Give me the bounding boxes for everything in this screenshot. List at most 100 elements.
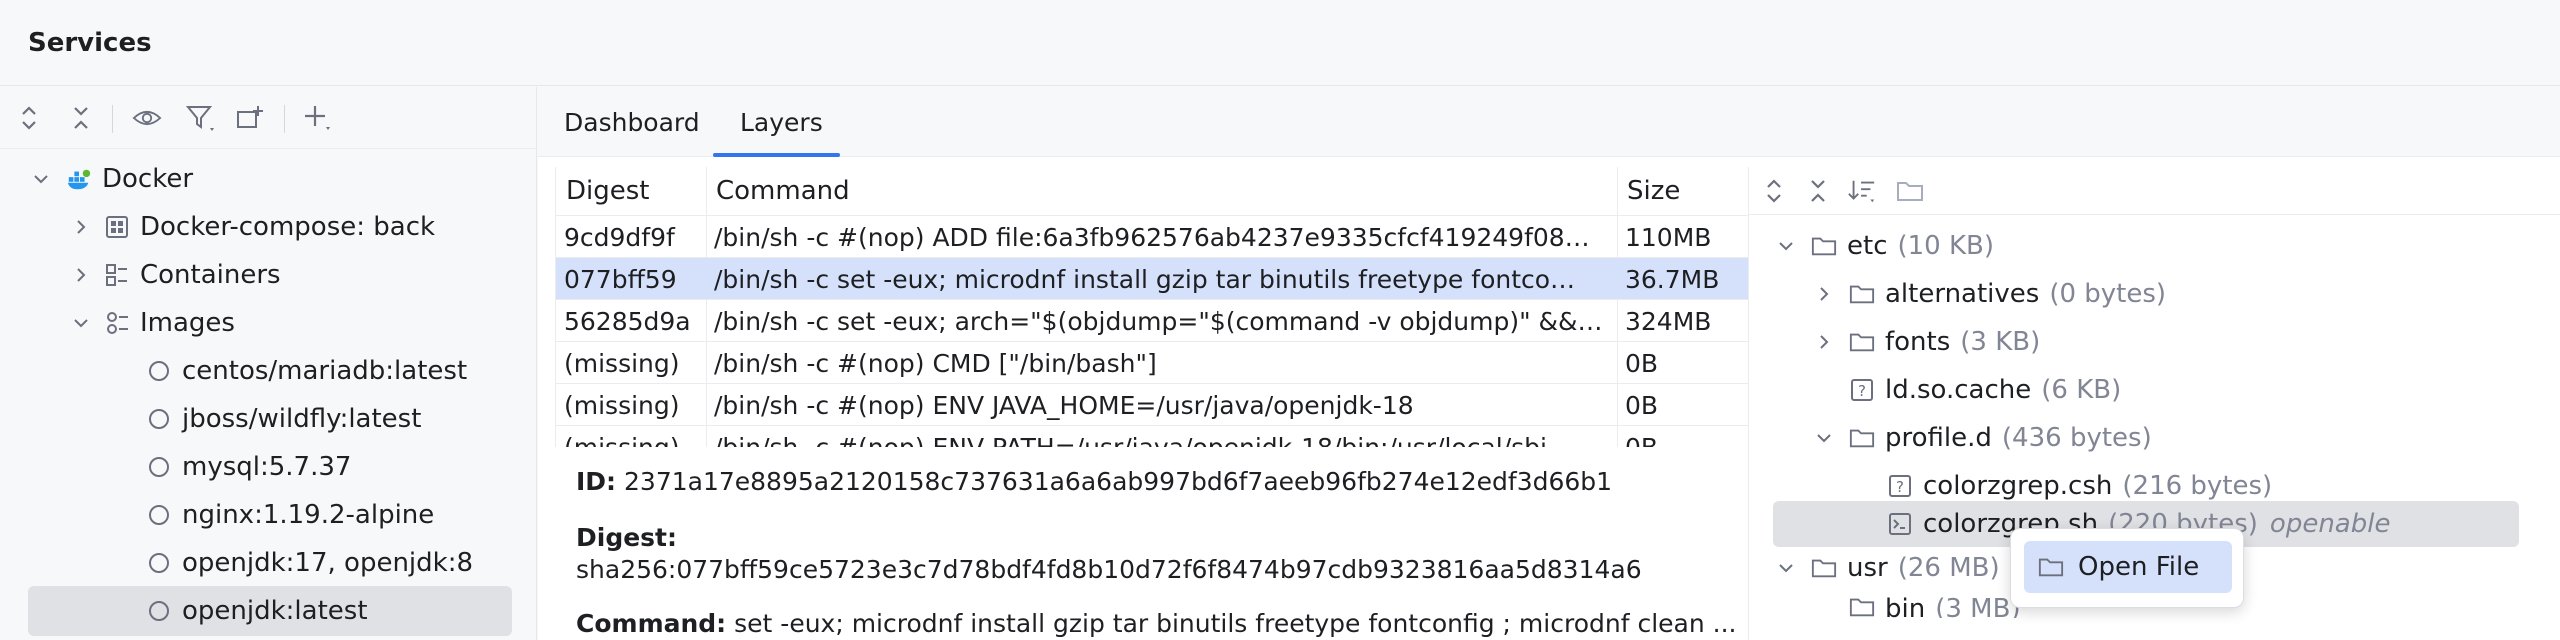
fs-size: (0 bytes) bbox=[2049, 279, 2167, 309]
image-item[interactable]: jboss/wildfly:latest bbox=[28, 397, 512, 441]
fs-item-alternatives[interactable]: alternatives (0 bytes) bbox=[1811, 272, 2166, 316]
fs-tag-openable: openable bbox=[2269, 509, 2391, 539]
cell-size: 0B bbox=[1625, 390, 1659, 420]
folder-icon bbox=[1849, 329, 1875, 355]
image-icon bbox=[146, 502, 172, 528]
image-label: mysql:5.7.37 bbox=[182, 452, 352, 482]
tree-item-images[interactable]: Images bbox=[28, 301, 512, 345]
chevron-right-icon[interactable] bbox=[1811, 281, 1837, 307]
image-label: openjdk:17, openjdk:8 bbox=[182, 548, 474, 578]
image-item[interactable]: openjdk:17, openjdk:8 bbox=[28, 541, 512, 585]
tree-toolbar bbox=[0, 87, 537, 149]
image-item[interactable]: mysql:5.7.37 bbox=[28, 445, 512, 489]
services-tree-panel: Docker Docker-compose: back Containers I… bbox=[0, 87, 537, 640]
tree-item-containers[interactable]: Containers bbox=[28, 253, 512, 297]
table-row[interactable]: (missing) /bin/sh -c #(nop) CMD ["/bin/b… bbox=[556, 341, 2285, 383]
images-icon bbox=[104, 310, 130, 336]
detail-command-label: Command: bbox=[576, 609, 727, 638]
expand-all-icon[interactable] bbox=[1759, 176, 1789, 206]
fs-item-profile-d[interactable]: profile.d (436 bytes) bbox=[1811, 416, 2152, 460]
folder-icon bbox=[1849, 281, 1875, 307]
detail-id-value: 2371a17e8895a2120158c737631a6a6ab997bd6f… bbox=[624, 467, 1613, 496]
fs-item-usr[interactable]: usr (26 MB) bbox=[1773, 546, 2000, 590]
fs-name: alternatives bbox=[1885, 279, 2040, 309]
cell-digest: (missing) bbox=[564, 348, 680, 378]
folder-icon bbox=[1811, 555, 1837, 581]
tab-layers[interactable]: Layers bbox=[740, 107, 823, 137]
sort-icon[interactable] bbox=[1847, 176, 1877, 206]
table-row[interactable]: (missing) /bin/sh -c #(nop) ENV PATH=/us… bbox=[556, 425, 2285, 447]
header-digest[interactable]: Digest bbox=[566, 176, 650, 206]
fs-name: bin bbox=[1885, 594, 1926, 618]
table-row[interactable]: 56285d9a /bin/sh -c set -eux; arch="$(ob… bbox=[556, 299, 2285, 341]
folder-icon[interactable] bbox=[1895, 176, 1925, 206]
svg-text:?: ? bbox=[1896, 478, 1904, 496]
eye-icon[interactable] bbox=[132, 103, 162, 133]
tab-dashboard[interactable]: Dashboard bbox=[564, 107, 700, 137]
cell-digest: 56285d9a bbox=[564, 306, 691, 336]
detail-command-value: set -eux; microdnf install gzip tar binu… bbox=[734, 609, 1736, 638]
compose-icon bbox=[104, 214, 130, 240]
image-item[interactable]: centos/mariadb:latest bbox=[28, 349, 512, 393]
image-item[interactable]: nginx:1.19.2-alpine bbox=[28, 493, 512, 537]
tree-item-compose[interactable]: Docker-compose: back bbox=[28, 205, 512, 249]
tree-label-images: Images bbox=[140, 308, 235, 338]
detail-digest-label: Digest: bbox=[576, 523, 678, 552]
detail-command: Command: set -eux; microdnf install gzip… bbox=[576, 609, 1736, 640]
fs-size: (436 bytes) bbox=[2001, 423, 2152, 453]
fs-item-colorzgrep-csh[interactable]: ? colorzgrep.csh (216 bytes) bbox=[1887, 464, 2272, 508]
chevron-right-icon[interactable] bbox=[68, 262, 94, 288]
chevron-down-icon[interactable] bbox=[28, 166, 54, 192]
detail-id: ID: 2371a17e8895a2120158c737631a6a6ab997… bbox=[576, 467, 1612, 496]
image-item-selected[interactable]: openjdk:latest bbox=[28, 586, 512, 636]
chevron-down-icon[interactable] bbox=[68, 310, 94, 336]
filter-icon[interactable] bbox=[186, 103, 216, 133]
add-service-icon[interactable] bbox=[302, 103, 332, 133]
fs-size: (26 MB) bbox=[1897, 553, 2000, 583]
folder-icon bbox=[1849, 594, 1875, 618]
chevron-right-icon[interactable] bbox=[1811, 329, 1837, 355]
title-bar: Services bbox=[0, 0, 2560, 86]
chevron-right-icon[interactable] bbox=[68, 214, 94, 240]
fs-size: (216 bytes) bbox=[2122, 471, 2273, 501]
details-area: Dashboard Layers Digest Command Size 9cd… bbox=[538, 87, 2560, 640]
collapse-all-icon[interactable] bbox=[1803, 176, 1833, 206]
chevron-down-icon[interactable] bbox=[1773, 555, 1799, 581]
table-row[interactable]: 9cd9df9f /bin/sh -c #(nop) ADD file:6a3f… bbox=[556, 215, 2285, 257]
shell-script-icon bbox=[1887, 511, 1913, 537]
tree-label-compose: Docker-compose: back bbox=[140, 212, 436, 242]
image-label: jboss/wildfly:latest bbox=[182, 404, 422, 434]
unknown-file-icon: ? bbox=[1849, 377, 1875, 403]
fs-item-etc[interactable]: etc (10 KB) bbox=[1773, 224, 1994, 268]
chevron-down-icon[interactable] bbox=[1811, 425, 1837, 451]
expand-all-icon[interactable] bbox=[14, 103, 44, 133]
fs-item-bin[interactable]: bin (3 MB) bbox=[1811, 594, 2021, 618]
chevron-down-icon[interactable] bbox=[1773, 233, 1799, 259]
fs-size: (6 KB) bbox=[2041, 375, 2122, 405]
unknown-file-icon: ? bbox=[1887, 473, 1913, 499]
table-row[interactable]: (missing) /bin/sh -c #(nop) ENV JAVA_HOM… bbox=[556, 383, 2285, 425]
image-icon bbox=[146, 598, 172, 624]
collapse-all-icon[interactable] bbox=[66, 103, 96, 133]
fs-size: (3 KB) bbox=[1960, 327, 2041, 357]
fs-item-ldcache[interactable]: ? ld.so.cache (6 KB) bbox=[1849, 368, 2121, 412]
image-icon bbox=[146, 358, 172, 384]
fs-item-fonts[interactable]: fonts (3 KB) bbox=[1811, 320, 2040, 364]
cell-command: /bin/sh -c #(nop) ENV JAVA_HOME=/usr/jav… bbox=[714, 390, 1414, 420]
tree-label-docker: Docker bbox=[102, 164, 194, 194]
new-group-icon[interactable] bbox=[236, 103, 266, 133]
cell-command: /bin/sh -c #(nop) ADD file:6a3fb962576ab… bbox=[714, 222, 1590, 252]
cell-size: 0B bbox=[1625, 348, 1659, 378]
header-size[interactable]: Size bbox=[1627, 176, 1681, 206]
cell-command: /bin/sh -c #(nop) CMD ["/bin/bash"] bbox=[714, 348, 1157, 378]
fs-name: etc bbox=[1847, 231, 1888, 261]
tab-bar: Dashboard Layers bbox=[538, 87, 2560, 157]
context-menu: Open File bbox=[2010, 528, 2244, 608]
cell-digest: 077bff59 bbox=[564, 264, 677, 294]
fs-size: (10 KB) bbox=[1897, 231, 1995, 261]
tree-item-docker[interactable]: Docker bbox=[28, 157, 512, 201]
window-title: Services bbox=[28, 28, 152, 58]
header-command[interactable]: Command bbox=[716, 176, 850, 206]
image-label: openjdk:latest bbox=[182, 596, 368, 626]
open-file-menu-item[interactable]: Open File bbox=[2024, 541, 2232, 593]
